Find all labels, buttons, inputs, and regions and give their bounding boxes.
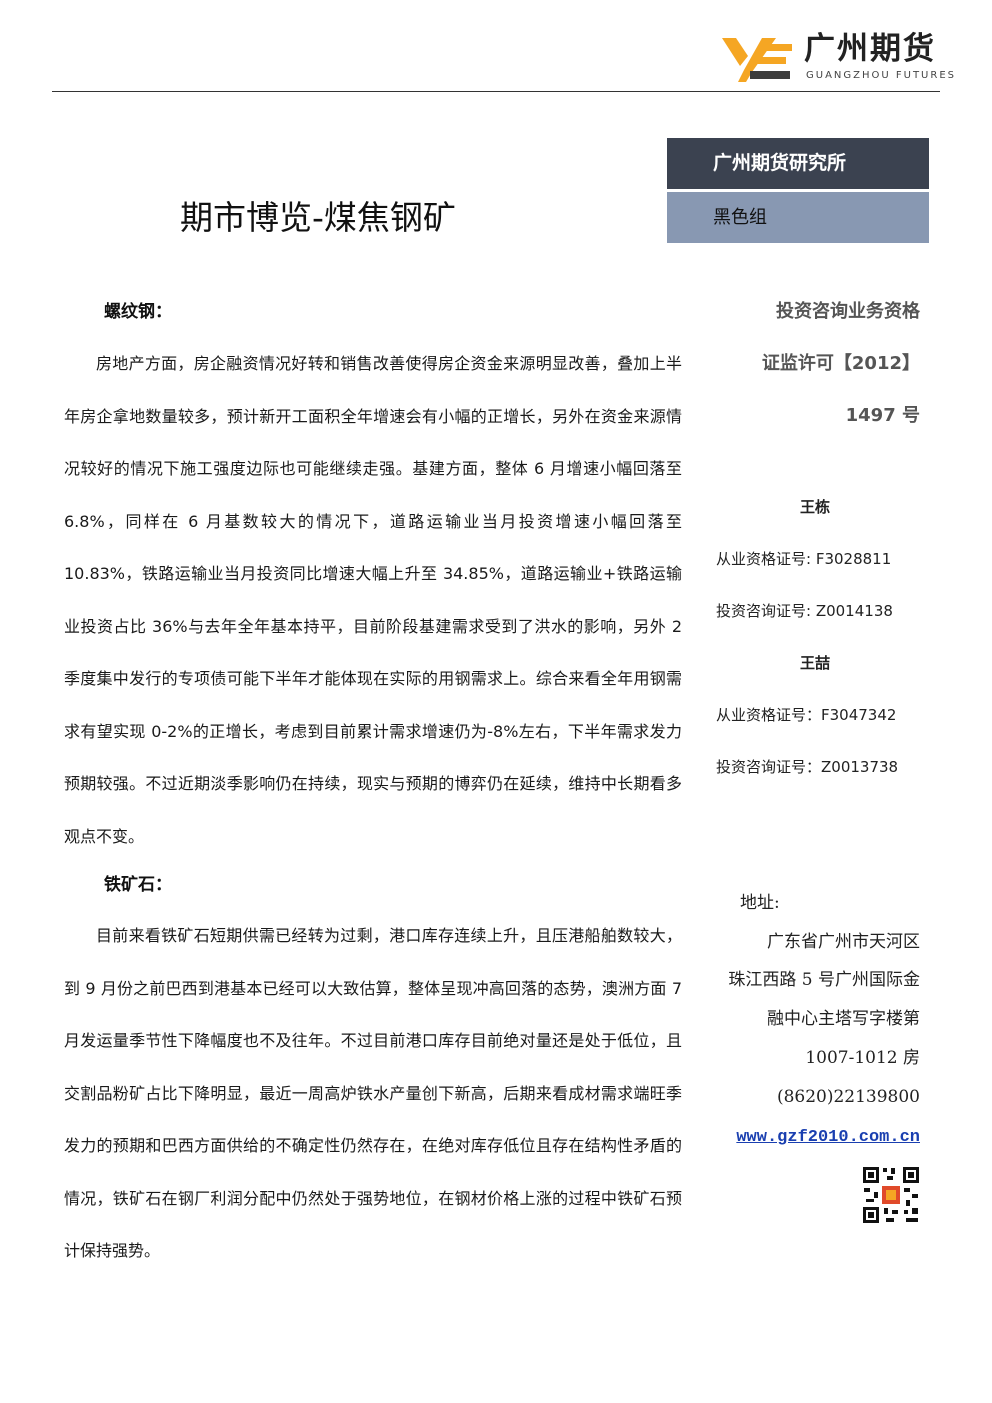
group-banner: 黑色组	[667, 192, 929, 243]
advisory-cert: 投资咨询证号：Z0013738	[716, 758, 899, 776]
analyst-name: 王喆	[800, 654, 831, 672]
address-label: 地址:	[740, 893, 780, 913]
analyst-name: 王栋	[800, 498, 831, 516]
address-line: 珠江西路 5 号广州国际金	[728, 970, 920, 990]
address-line: 广东省广州市天河区	[767, 932, 920, 952]
section-title-rebar: 螺纹钢：	[104, 302, 172, 322]
header-divider	[52, 91, 940, 92]
institute-banner: 广州期货研究所	[667, 138, 929, 189]
section-body-rebar: 房地产方面，房企融资情况好转和销售改善使得房企资金来源明显改善，叠加上半年房企拿…	[64, 354, 682, 846]
advisory-cert: 投资咨询证号: Z0014138	[716, 602, 893, 620]
qualification-line-3: 1497 号	[845, 405, 920, 426]
brand-name-en: GUANGZHOU FUTURES	[806, 70, 956, 81]
address-line: 融中心主塔写字楼第	[767, 1009, 920, 1029]
brand-logo-icon	[722, 36, 794, 84]
brand-name-cn: 广州期货	[804, 31, 936, 67]
address-line: 1007-1012 房	[805, 1048, 920, 1068]
qr-code-icon	[862, 1166, 920, 1224]
section-title-iron-ore: 铁矿石：	[104, 875, 172, 895]
qualification-line-1: 投资咨询业务资格	[776, 301, 920, 322]
qualification-line-2: 证监许可【2012】	[761, 353, 920, 374]
phone-number: (8620)22139800	[776, 1087, 920, 1107]
document-title: 期市博览-煤焦钢矿	[180, 198, 456, 237]
section-body-iron-ore: 目前来看铁矿石短期供需已经转为过剩，港口库存连续上升，且压港船舶数较大，到 9 …	[64, 926, 682, 1260]
practice-cert: 从业资格证号: F3028811	[716, 550, 892, 568]
practice-cert: 从业资格证号：F3047342	[716, 706, 897, 724]
website-link[interactable]: www.gzf2010.com.cn	[736, 1128, 920, 1147]
